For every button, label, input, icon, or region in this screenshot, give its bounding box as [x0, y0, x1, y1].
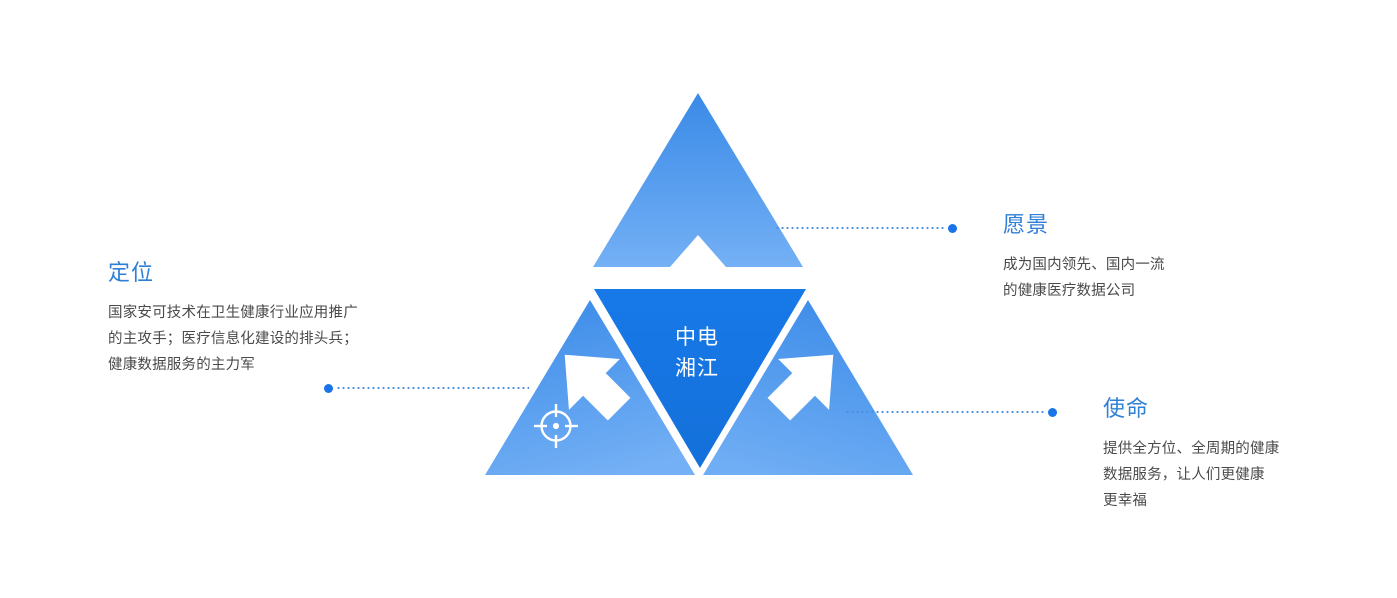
- heading-vision: 愿景: [1003, 212, 1050, 237]
- connector-dot: [948, 223, 957, 233]
- body-position: 国家安可技术在卫生健康行业应用推广 的主攻手；医疗信息化建设的排头兵； 健康数据…: [108, 305, 358, 373]
- body-vision: 成为国内领先、国内一流 的健康医疗数据公司: [1003, 257, 1165, 299]
- crosshair-target-icon: [534, 404, 578, 448]
- connector-dot: [324, 383, 333, 393]
- triangle-top-vision: [593, 93, 803, 267]
- connector-line: [775, 227, 945, 229]
- connector-vision: [775, 223, 957, 233]
- connector-line: [845, 411, 1045, 413]
- connector-mission: [845, 407, 1057, 417]
- text-block-vision: 愿景 成为国内领先、国内一流 的健康医疗数据公司: [1003, 210, 1303, 304]
- heading-mission: 使命: [1103, 396, 1150, 421]
- connector-dot: [1048, 407, 1057, 417]
- body-mission: 提供全方位、全周期的健康 数据服务，让人们更健康 更幸福: [1103, 441, 1280, 509]
- connector-position: [324, 383, 529, 393]
- connector-line: [336, 387, 529, 389]
- text-block-mission: 使命 提供全方位、全周期的健康 数据服务，让人们更健康 更幸福: [1103, 394, 1393, 514]
- triangle-center: [594, 289, 806, 468]
- text-block-position: 定位 国家安可技术在卫生健康行业应用推广 的主攻手；医疗信息化建设的排头兵； 健…: [108, 258, 408, 378]
- triangle-emblem: [455, 85, 945, 485]
- triangle-left-position: [485, 300, 695, 475]
- triangle-right-mission: [703, 300, 913, 475]
- heading-position: 定位: [108, 260, 155, 285]
